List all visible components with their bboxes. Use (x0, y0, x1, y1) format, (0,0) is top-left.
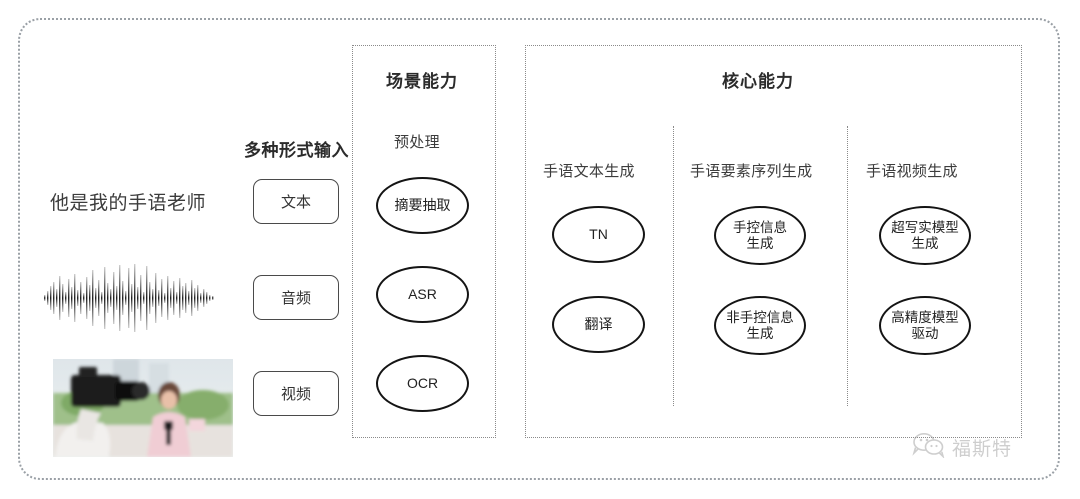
input-panel: 多种形式输入 他是我的手语老师 (26, 30, 349, 460)
core-column-label-1: 手语要素序列生成 (690, 163, 813, 180)
input-panel-title: 多种形式输入 (244, 141, 349, 160)
scene-capability-title: 场景能力 (386, 72, 458, 91)
scene-subtitle: 预处理 (394, 134, 440, 151)
input-sample-text: 他是我的手语老师 (50, 193, 207, 214)
wechat-icon (912, 432, 946, 463)
core-node-2-0[interactable]: 超写实模型生成 (879, 206, 971, 265)
scene-node-0[interactable]: 摘要抽取 (376, 177, 469, 234)
scene-node-2[interactable]: OCR (376, 355, 469, 412)
input-button-text[interactable]: 文本 (253, 179, 339, 224)
watermark-text: 福斯特 (952, 439, 1013, 460)
core-node-0-1[interactable]: 翻译 (552, 296, 645, 353)
core-node-0-0[interactable]: TN (552, 206, 645, 263)
core-column-label-0: 手语文本生成 (543, 163, 635, 180)
scene-node-1[interactable]: ASR (376, 266, 469, 323)
input-button-video[interactable]: 视频 (253, 371, 339, 416)
video-thumbnail (53, 359, 233, 457)
input-button-audio-label: 音频 (280, 290, 311, 307)
core-capability-title: 核心能力 (722, 72, 794, 91)
input-button-text-label: 文本 (280, 194, 311, 211)
core-node-1-1[interactable]: 非手控信息生成 (714, 296, 806, 355)
core-node-2-1[interactable]: 高精度模型驱动 (879, 296, 971, 355)
core-node-1-0[interactable]: 手控信息生成 (714, 206, 806, 265)
input-button-video-label: 视频 (280, 386, 311, 403)
audio-waveform (42, 262, 222, 334)
watermark: 福斯特 (912, 432, 1012, 463)
core-column-divider-1 (847, 126, 848, 406)
core-column-divider-0 (673, 126, 674, 406)
scene-capability-box (352, 45, 496, 438)
diagram-outer-frame (18, 18, 1060, 480)
input-button-audio[interactable]: 音频 (253, 275, 339, 320)
core-column-label-2: 手语视频生成 (866, 163, 958, 180)
core-capability-box (525, 45, 1022, 438)
